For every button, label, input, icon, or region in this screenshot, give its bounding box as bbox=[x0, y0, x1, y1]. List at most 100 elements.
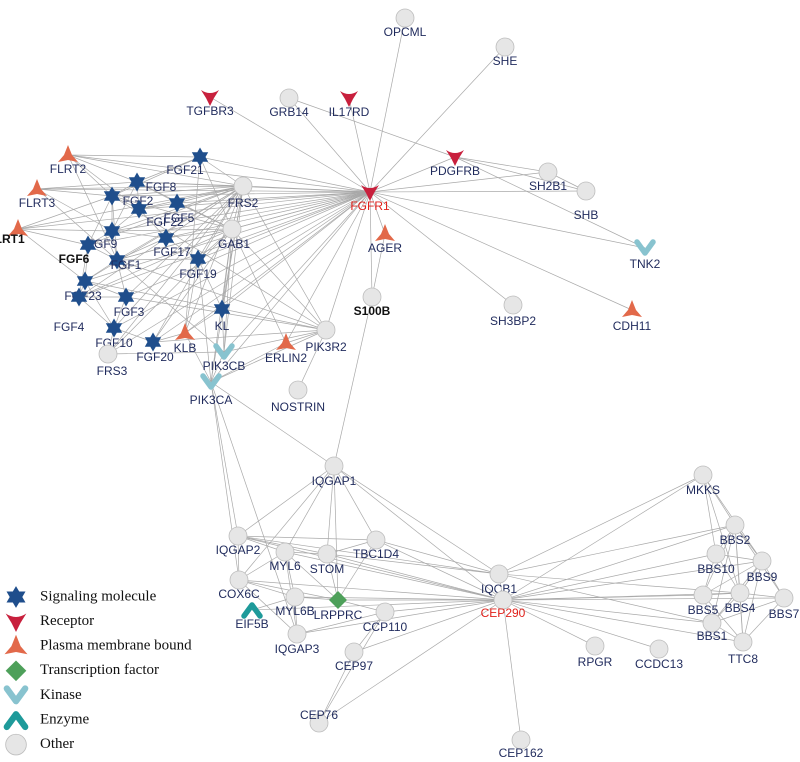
node-cep162[interactable]: CEP162 bbox=[499, 730, 544, 760]
node-cdh11[interactable]: CDH11 bbox=[613, 300, 652, 333]
edge-erlin2-pik3ca bbox=[210, 342, 287, 383]
node-iqgap2[interactable]: IQGAP2 bbox=[216, 526, 261, 557]
node-cep97[interactable]: CEP97 bbox=[335, 642, 373, 673]
node-iqgap1[interactable]: IQGAP1 bbox=[312, 456, 357, 488]
node-label: OPCML bbox=[384, 25, 427, 39]
legend-label: Other bbox=[40, 736, 74, 752]
node-pik3r2[interactable]: PIK3R2 bbox=[305, 320, 347, 354]
edge-fgfr1-pik3ca bbox=[210, 191, 371, 383]
edge-cox6c-iqgap3 bbox=[238, 579, 298, 635]
node-gab1[interactable]: GAB1 bbox=[218, 219, 250, 251]
node-grb14[interactable]: GRB14 bbox=[269, 88, 309, 119]
edge-fgfr1-erlin2 bbox=[285, 191, 371, 344]
node-tgfbr3[interactable]: TGFBR3 bbox=[186, 90, 234, 118]
enzyme-icon bbox=[3, 711, 29, 731]
node-label: RPGR bbox=[578, 655, 613, 669]
node-bbs10[interactable]: BBS10 bbox=[697, 544, 735, 576]
node-lrpprc[interactable]: LRPPRC bbox=[314, 591, 363, 622]
node-kl[interactable]: KL bbox=[213, 299, 231, 334]
node-pdgfrb[interactable]: PDGFRB bbox=[430, 150, 480, 178]
node-nostrin[interactable]: NOSTRIN bbox=[271, 380, 325, 414]
node-cep76[interactable]: CEP76 bbox=[300, 708, 338, 733]
edge-fgf17-fgf1 bbox=[116, 237, 167, 261]
edge-iqgap3-ccp110 bbox=[296, 611, 386, 635]
node-cox6c[interactable]: COX6C bbox=[218, 570, 260, 601]
node-fgf22[interactable]: FGF22 bbox=[130, 199, 184, 230]
node-stom[interactable]: STOM bbox=[310, 544, 344, 576]
node-myl6[interactable]: MYL6 bbox=[269, 542, 301, 573]
node-opcml[interactable]: OPCML bbox=[384, 8, 427, 39]
edge-fgfr1-she bbox=[369, 46, 506, 193]
node-s100b[interactable]: S100B bbox=[354, 287, 391, 318]
node-rpgr[interactable]: RPGR bbox=[578, 636, 613, 669]
node-tbc1d4[interactable]: TBC1D4 bbox=[353, 530, 399, 561]
node-pik3cb[interactable]: PIK3CB bbox=[203, 343, 246, 373]
node-frs3[interactable]: FRS3 bbox=[97, 344, 128, 378]
node-sh2b1[interactable]: SH2B1 bbox=[529, 162, 567, 193]
node-cep290[interactable]: CEP290 bbox=[481, 590, 526, 620]
edge-gab1-frs3 bbox=[107, 228, 233, 355]
node-she[interactable]: SHE bbox=[493, 37, 518, 68]
node-bbs9[interactable]: BBS9 bbox=[747, 551, 778, 584]
legend-item-kinase: Kinase bbox=[3, 685, 82, 705]
edge-myl6-lrpprc bbox=[284, 551, 339, 601]
edge-flrt1-fgf2 bbox=[17, 195, 113, 230]
node-tnk2[interactable]: TNK2 bbox=[630, 239, 661, 271]
node-flrt2[interactable]: FLRT2 bbox=[50, 145, 87, 176]
node-fgf21[interactable]: FGF21 bbox=[166, 147, 209, 178]
node-il17rd[interactable]: IL17RD bbox=[329, 91, 370, 119]
edge-pik3ca-iqgap1 bbox=[210, 381, 335, 467]
node-fgf8[interactable]: FGF8 bbox=[128, 172, 177, 195]
node-bbs4[interactable]: BBS4 bbox=[725, 583, 756, 615]
node-fgf5[interactable]: FGF5 bbox=[164, 193, 195, 226]
edge-fgf9-gab1 bbox=[111, 228, 233, 232]
node-label: CEP290 bbox=[481, 606, 526, 620]
node-myl6b[interactable]: MYL6B bbox=[275, 587, 315, 618]
node-eif5b[interactable]: EIF5B bbox=[235, 602, 269, 631]
node-ccp110[interactable]: CCP110 bbox=[363, 602, 408, 634]
edge-iqgap3-cep290 bbox=[296, 599, 504, 635]
node-frs2[interactable]: FRS2 bbox=[228, 176, 259, 210]
node-fgf3[interactable]: FGF3 bbox=[114, 287, 145, 320]
node-sh3bp2[interactable]: SH3BP2 bbox=[490, 295, 536, 328]
edge-fgf4-fgf10 bbox=[78, 296, 115, 329]
node-ager[interactable]: AGER bbox=[368, 224, 402, 255]
edge-fgfr1-opcml bbox=[369, 17, 406, 193]
edge-pik3ca-iqgap3 bbox=[210, 381, 298, 635]
legend-label: Transcription factor bbox=[40, 662, 159, 678]
node-fgfr1[interactable]: FGFR1 bbox=[350, 185, 390, 213]
node-flrt1[interactable]: FLRT1 bbox=[0, 219, 28, 246]
edge-flrt2-fgf21 bbox=[67, 154, 201, 158]
node-klb[interactable]: KLB bbox=[174, 323, 197, 355]
node-fgf17[interactable]: FGF17 bbox=[153, 228, 191, 260]
node-fgf6[interactable]: FGF6 bbox=[59, 235, 97, 267]
node-shb[interactable]: SHB bbox=[574, 181, 599, 222]
node-ccdc13[interactable]: CCDC13 bbox=[635, 639, 683, 671]
node-flrt3[interactable]: FLRT3 bbox=[19, 179, 56, 210]
node-fgf20[interactable]: FGF20 bbox=[136, 332, 174, 365]
node-pik3ca[interactable]: PIK3CA bbox=[190, 373, 233, 407]
node-erlin2[interactable]: ERLIN2 bbox=[265, 333, 307, 365]
node-iqgap3[interactable]: IQGAP3 bbox=[275, 624, 320, 656]
node-mkks[interactable]: MKKS bbox=[686, 465, 720, 497]
node-bbs7[interactable]: BBS7 bbox=[769, 588, 800, 621]
edge-fgfr1-pik3cb bbox=[223, 191, 371, 353]
edge-iqcb1-bbs1 bbox=[498, 573, 713, 624]
edge-fgfr1-cdh11 bbox=[369, 191, 633, 311]
node-label: PIK3CA bbox=[190, 393, 233, 407]
node-fgf4[interactable]: FGF4 bbox=[54, 287, 88, 335]
edge-cep290-bbs1 bbox=[502, 599, 713, 624]
node-ttc8[interactable]: TTC8 bbox=[728, 632, 758, 666]
node-label: SH3BP2 bbox=[490, 314, 536, 328]
edge-fgfr1-grb14 bbox=[288, 97, 371, 193]
edge-fgf19-kl bbox=[197, 258, 223, 310]
node-bbs2[interactable]: BBS2 bbox=[720, 515, 751, 547]
node-fgf1[interactable]: FGF1 bbox=[108, 250, 142, 273]
edge-tbc1d4-cep290 bbox=[375, 539, 504, 601]
node-fgf19[interactable]: FGF19 bbox=[179, 249, 217, 282]
node-label: CDH11 bbox=[613, 319, 652, 333]
node-bbs1[interactable]: BBS1 bbox=[697, 613, 728, 643]
transcription-icon bbox=[5, 660, 27, 682]
edge-fgfr1-fgf6 bbox=[87, 191, 371, 246]
edge-gab1-pik3cb bbox=[223, 228, 233, 353]
